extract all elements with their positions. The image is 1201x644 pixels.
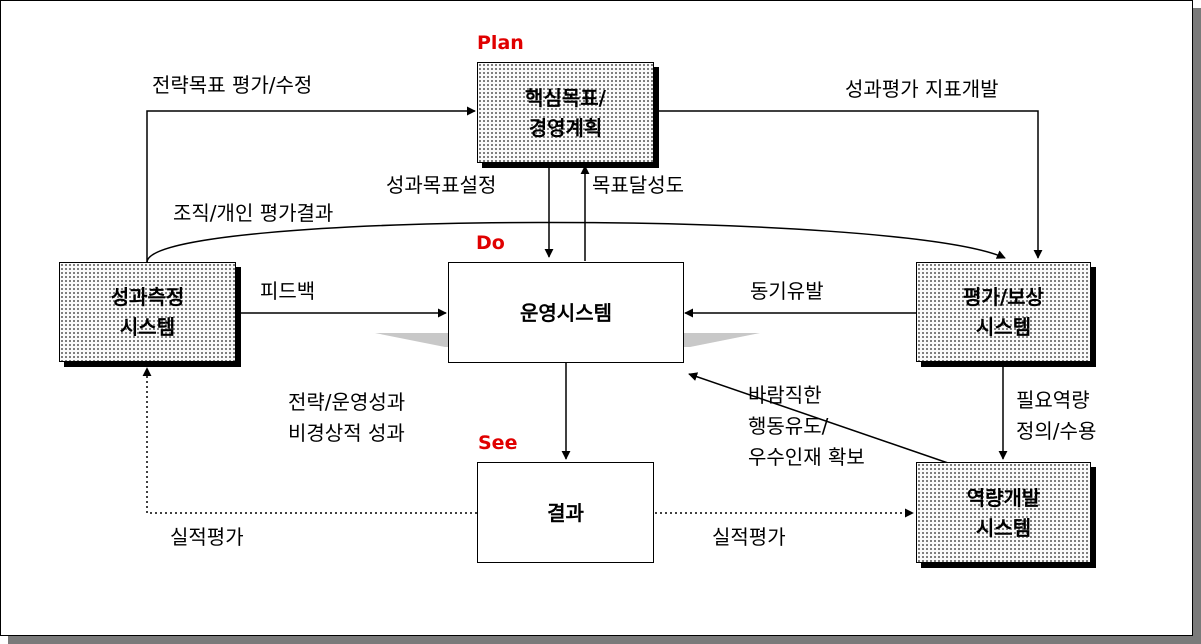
evaluation-system-text: 평가/보상 시스템: [963, 285, 1044, 339]
arrow-result-to-measurement: [142, 367, 477, 514]
competency-system-text: 역량개발 시스템: [966, 485, 1041, 540]
arrow-competency-to-operation: [688, 372, 949, 464]
label-actual-eval-right: 실적평가: [712, 525, 786, 549]
competency-system-box: 역량개발 시스템: [916, 462, 1091, 563]
core-goal-box: 핵심목표/ 경영계획: [477, 62, 654, 163]
label-achievement: 목표달성도: [592, 173, 684, 197]
arrow-measurement-to-evaluation-curve: [146, 221, 1006, 263]
arrow-core-to-evaluation: [654, 110, 1043, 259]
label-strategy-eval: 전략목표 평가/수정: [152, 73, 313, 97]
phase-plan-label: Plan: [477, 32, 524, 54]
label-desirable-behavior: 바람직한 행동유도/ 우수인재 확보: [748, 383, 865, 469]
label-competency-def: 필요역량 정의/수용: [1016, 388, 1097, 443]
phase-do-label: Do: [476, 232, 505, 254]
result-text: 결과: [547, 500, 584, 525]
operation-system-box: 운영시스템: [448, 262, 684, 363]
measurement-system-text: 성과측정 시스템: [110, 285, 185, 339]
operation-system-text: 운영시스템: [520, 300, 612, 325]
label-org-eval: 조직/개인 평가결과: [173, 201, 334, 225]
result-box: 결과: [477, 462, 654, 563]
label-perf-index: 성과평가 지표개발: [845, 77, 999, 101]
arrow-measurement-to-core: [146, 106, 476, 262]
measurement-system-box: 성과측정 시스템: [59, 262, 236, 362]
core-goal-text: 핵심목표/ 경영계획: [525, 85, 606, 140]
label-motivation: 동기유발: [750, 279, 824, 303]
label-strategic-perf: 전략/운영성과 비경상적 성과: [288, 390, 406, 445]
label-goal-setting: 성과목표설정: [386, 173, 497, 197]
evaluation-system-box: 평가/보상 시스템: [916, 262, 1091, 362]
label-actual-eval-left: 실적평가: [170, 525, 244, 549]
phase-see-label: See: [478, 432, 518, 454]
label-feedback: 피드백: [260, 279, 316, 303]
